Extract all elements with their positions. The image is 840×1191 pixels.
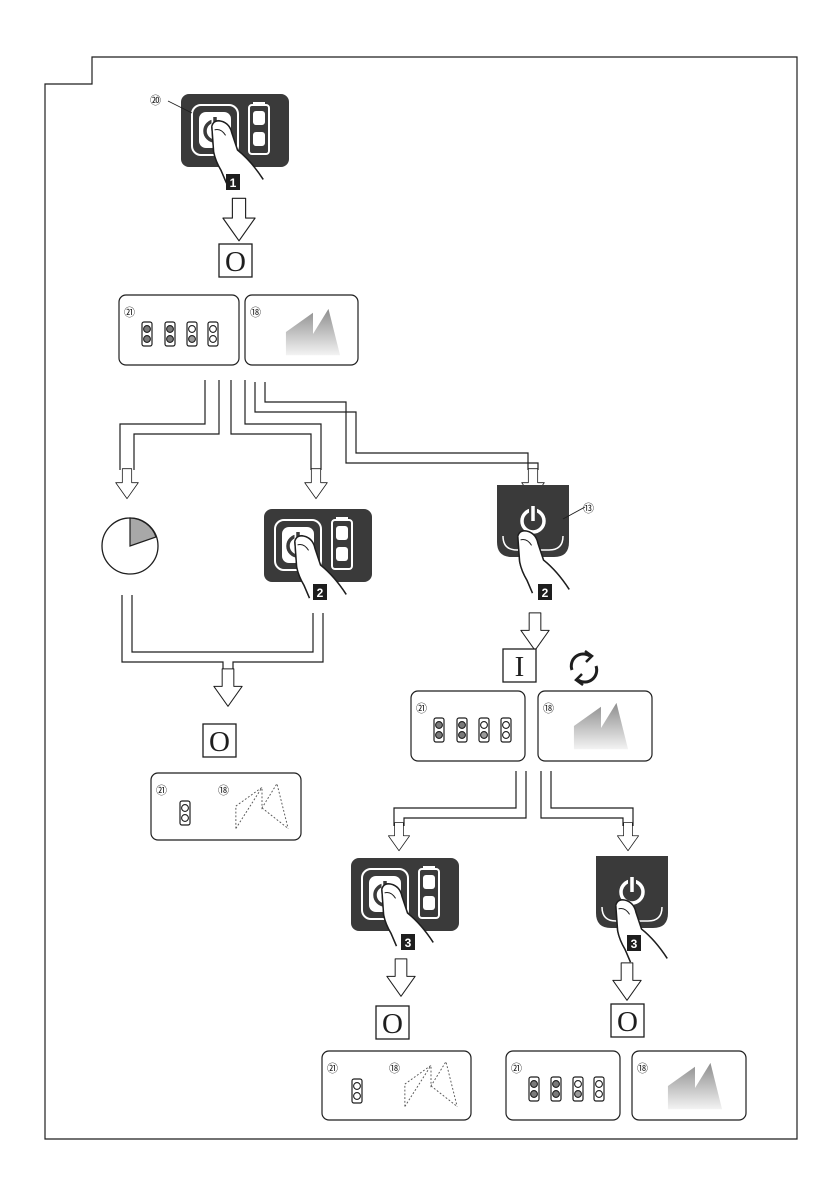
down-arrow-icon <box>214 669 242 707</box>
step-badge-2a: 2 <box>313 584 327 600</box>
branch-paths <box>120 380 538 470</box>
page-frame <box>45 57 797 1139</box>
led-indicator-box-on: ㉑ <box>411 691 525 761</box>
svg-text:㉑: ㉑ <box>124 306 135 319</box>
step-badge-3b: 3 <box>627 935 641 951</box>
down-arrow-icon <box>613 963 641 1001</box>
svg-text:⑱: ⑱ <box>543 702 554 715</box>
led-indicator-box: ㉑ <box>119 295 239 365</box>
svg-text:1: 1 <box>230 176 237 190</box>
svg-text:2: 2 <box>542 586 549 600</box>
svg-text:2: 2 <box>317 586 324 600</box>
down-arrow-icon <box>617 823 638 851</box>
step-badge-3a: 3 <box>401 934 415 950</box>
merge-paths <box>122 595 323 672</box>
callout-handle-button: ⑬ <box>583 502 594 515</box>
status-off-box-left: ㉑ ⑱ <box>151 773 301 840</box>
down-arrow-icon <box>388 823 409 851</box>
svg-text:3: 3 <box>405 936 412 950</box>
display-box-3b: ⑱ <box>632 1051 746 1120</box>
down-arrow-icon <box>223 198 255 241</box>
svg-text:⑱: ⑱ <box>389 1062 400 1075</box>
svg-text:⑱: ⑱ <box>637 1062 648 1075</box>
state-on-label: I <box>503 649 536 683</box>
display-box: ⑱ <box>245 295 358 365</box>
state-off-label: O <box>219 244 252 278</box>
svg-text:O: O <box>225 246 246 278</box>
svg-text:㉑: ㉑ <box>156 784 167 797</box>
timer-pie-icon <box>102 518 158 574</box>
svg-text:O: O <box>209 726 230 758</box>
step-badge-1: 1 <box>226 174 240 190</box>
svg-text:O: O <box>382 1008 403 1040</box>
callout-main-button: ⑳ <box>150 94 161 107</box>
svg-text:㉑: ㉑ <box>416 702 427 715</box>
led-indicator-box-3b: ㉑ <box>506 1051 620 1120</box>
down-arrow-icon <box>387 959 415 997</box>
display-box-on: ⑱ <box>538 691 652 761</box>
svg-text:I: I <box>515 651 525 683</box>
state-off-label-left: O <box>203 724 236 758</box>
down-arrow-icon <box>305 469 328 499</box>
svg-text:⑱: ⑱ <box>218 784 229 797</box>
main-control-panel <box>181 94 289 183</box>
down-arrow-icon <box>116 469 139 499</box>
main-control-panel-step3 <box>351 858 459 946</box>
state-off-label-3b: O <box>611 1004 644 1038</box>
svg-text:㉑: ㉑ <box>327 1062 338 1075</box>
status-off-box-3a: ㉑ ⑱ <box>322 1051 471 1120</box>
step-badge-2b: 2 <box>538 584 552 600</box>
svg-text:⑱: ⑱ <box>250 306 261 319</box>
handle-button <box>497 485 571 593</box>
svg-text:㉑: ㉑ <box>511 1062 522 1075</box>
svg-text:3: 3 <box>631 937 638 951</box>
refresh-icon <box>571 651 596 685</box>
down-arrow-icon <box>521 613 549 651</box>
state-off-label-3a: O <box>376 1006 409 1040</box>
on-branch-paths <box>394 771 633 826</box>
svg-text:O: O <box>617 1006 638 1038</box>
